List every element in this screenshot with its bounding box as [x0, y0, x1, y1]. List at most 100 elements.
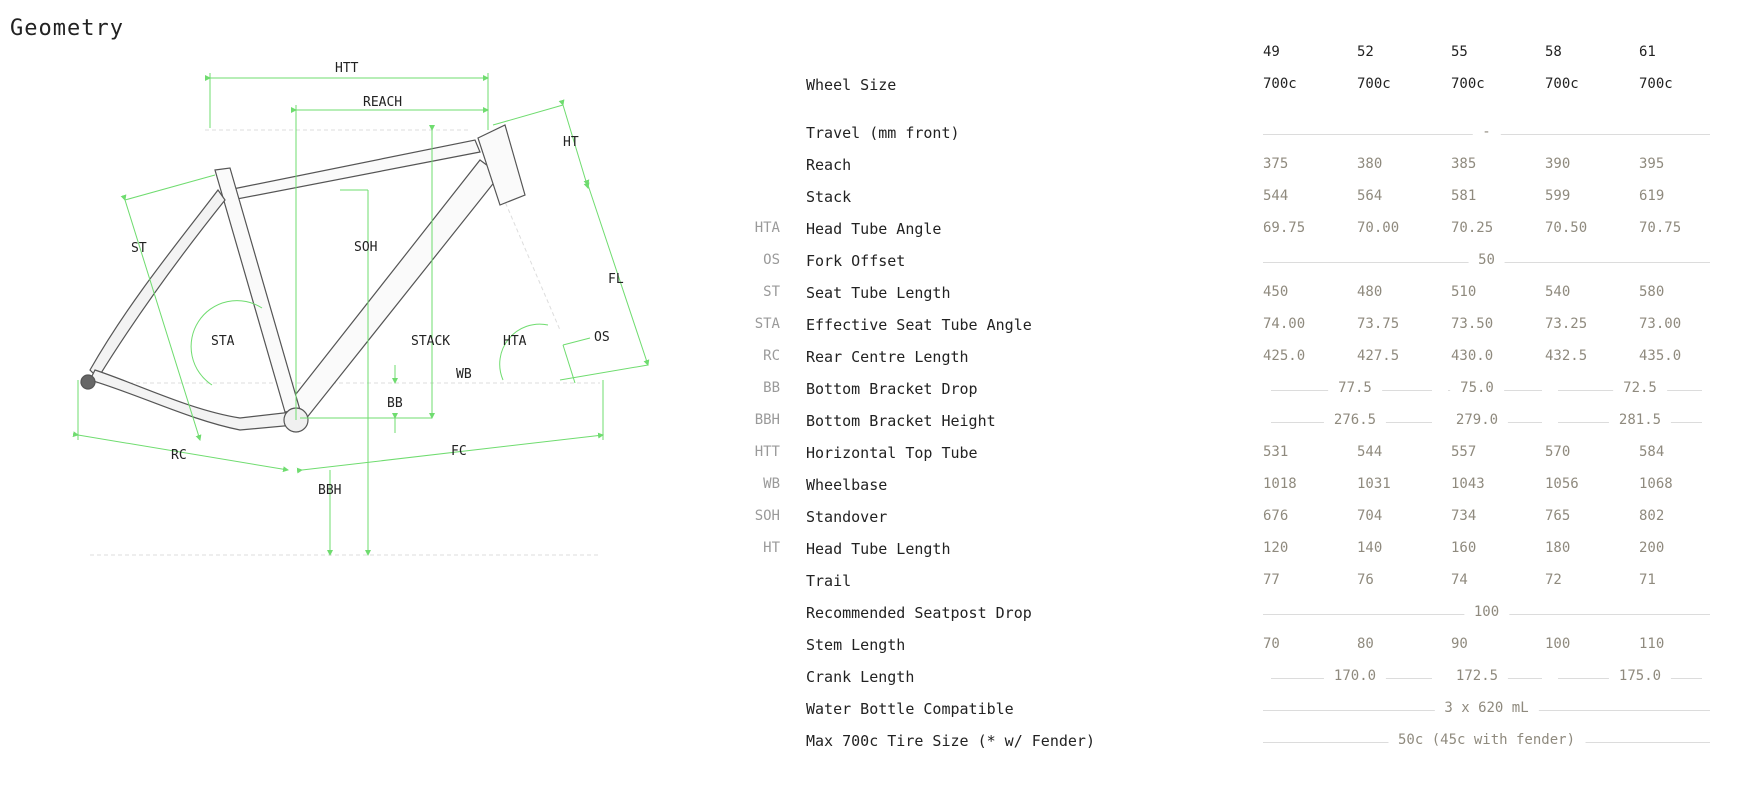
table-cell: 425.0: [1263, 348, 1306, 364]
geometry-diagram: HTT REACH HT ST SOH FL STA STACK HTA OS …: [72, 61, 650, 556]
size-58: 58: [1545, 44, 1562, 60]
table-cell: 570: [1545, 444, 1571, 460]
table-cell: 544: [1263, 188, 1289, 204]
table-cell: 580: [1639, 284, 1665, 300]
table-cell: 72: [1545, 572, 1562, 588]
table-cell: 480: [1357, 284, 1383, 300]
table-cell: 557: [1451, 444, 1477, 460]
row-label: Recommended Seatpost Drop: [806, 604, 1032, 622]
label-fc: FC: [451, 444, 467, 459]
table-cell: 700c: [1639, 76, 1673, 92]
size-52: 52: [1357, 44, 1374, 60]
page-title: Geometry: [10, 16, 124, 41]
label-wb: WB: [456, 367, 472, 382]
row-abbreviation: BBH: [754, 412, 780, 428]
table-cell: 540: [1545, 284, 1571, 300]
row-abbreviation: RC: [763, 348, 780, 364]
label-bbh: BBH: [318, 483, 341, 498]
span-value: 172.5: [1445, 668, 1509, 684]
table-cell: 1031: [1357, 476, 1391, 492]
table-cell: 802: [1639, 508, 1665, 524]
table-cell: 77: [1263, 572, 1280, 588]
table-cell: 73.00: [1639, 316, 1682, 332]
row-label: Stem Length: [806, 636, 906, 654]
row-abbreviation: OS: [763, 252, 780, 268]
table-cell: 395: [1639, 156, 1665, 172]
table-cell: 700c: [1357, 76, 1391, 92]
table-cell: 1018: [1263, 476, 1297, 492]
table-cell: 1068: [1639, 476, 1673, 492]
table-cell: 564: [1357, 188, 1383, 204]
table-cell: 432.5: [1545, 348, 1588, 364]
size-61: 61: [1639, 44, 1656, 60]
row-label: Max 700c Tire Size (* w/ Fender): [806, 732, 1095, 750]
table-cell: 100: [1545, 636, 1571, 652]
label-fl: FL: [608, 272, 624, 287]
table-cell: 74: [1451, 572, 1468, 588]
span-value: 281.5: [1608, 412, 1672, 428]
label-reach: REACH: [363, 95, 402, 110]
row-label: Reach: [806, 156, 852, 174]
table-cell: 140: [1357, 540, 1383, 556]
table-cell: 1056: [1545, 476, 1579, 492]
table-cell: 110: [1639, 636, 1665, 652]
span-value: 3 x 620 mL: [1434, 700, 1539, 716]
span-value: 50c (45c with fender): [1387, 732, 1586, 748]
table-cell: 435.0: [1639, 348, 1682, 364]
table-cell: 70.75: [1639, 220, 1682, 236]
table-cell: 700c: [1263, 76, 1297, 92]
table-cell: 76: [1357, 572, 1374, 588]
table-cell: 74.00: [1263, 316, 1306, 332]
table-cell: 73.50: [1451, 316, 1494, 332]
row-label: Effective Seat Tube Angle: [806, 316, 1032, 334]
row-abbreviation: HT: [763, 540, 780, 556]
row-label: Head Tube Length: [806, 540, 951, 558]
table-cell: 200: [1639, 540, 1665, 556]
span-value: 75.0: [1450, 380, 1504, 396]
row-label: Crank Length: [806, 668, 915, 686]
size-49: 49: [1263, 44, 1280, 60]
table-cell: 380: [1357, 156, 1383, 172]
span-value: 276.5: [1323, 412, 1387, 428]
table-cell: 69.75: [1263, 220, 1306, 236]
label-soh: SOH: [354, 240, 377, 255]
table-cell: 80: [1357, 636, 1374, 652]
label-htt: HTT: [335, 61, 359, 76]
row-abbreviation: HTT: [754, 444, 780, 460]
table-cell: 619: [1639, 188, 1665, 204]
row-label: Bottom Bracket Height: [806, 412, 996, 430]
table-cell: 390: [1545, 156, 1571, 172]
table-cell: 427.5: [1357, 348, 1400, 364]
label-os: OS: [594, 330, 610, 345]
label-bb: BB: [387, 396, 403, 411]
row-abbreviation: WB: [763, 476, 780, 492]
row-abbreviation: ST: [763, 284, 780, 300]
table-cell: 70.00: [1357, 220, 1400, 236]
table-cell: 704: [1357, 508, 1383, 524]
table-row: Travel (mm front)-: [0, 124, 1748, 144]
table-cell: 765: [1545, 508, 1571, 524]
table-cell: 73.25: [1545, 316, 1588, 332]
row-label: Head Tube Angle: [806, 220, 942, 238]
row-label: Travel (mm front): [806, 124, 960, 142]
row-label: Wheel Size: [806, 76, 897, 94]
row-label: Horizontal Top Tube: [806, 444, 978, 462]
label-hta: HTA: [503, 334, 527, 349]
table-row: Max 700c Tire Size (* w/ Fender) 50c (45c…: [0, 732, 1748, 752]
row-label: Stack: [806, 188, 852, 206]
row-abbreviation: SOH: [754, 508, 780, 524]
table-cell: 70.25: [1451, 220, 1494, 236]
table-cell: 581: [1451, 188, 1477, 204]
